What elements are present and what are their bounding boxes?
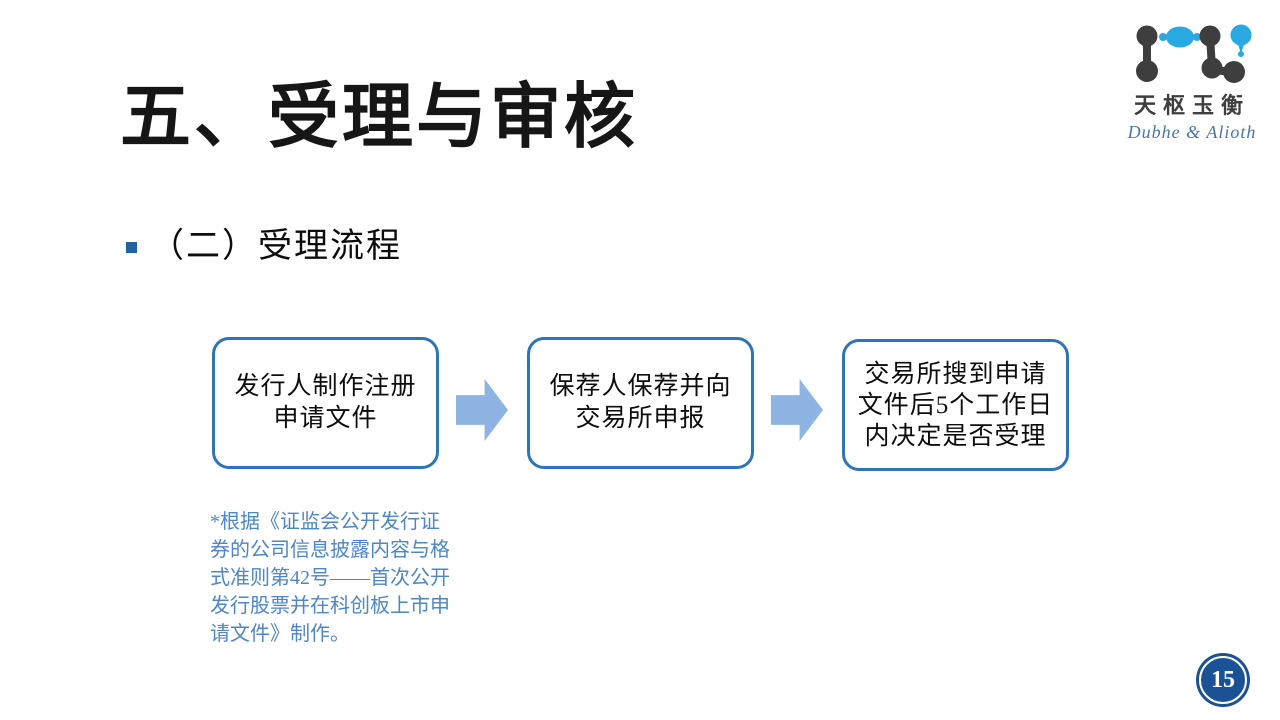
company-logo: 天枢玉衡 Dubhe & Alioth bbox=[1118, 14, 1266, 143]
bullet-square-icon bbox=[126, 242, 137, 253]
page-badge-ring bbox=[1199, 656, 1247, 704]
section-heading-row: （二）受理流程 bbox=[126, 226, 402, 268]
flow-step-3: 交易所搜到申请 文件后5个工作日 内决定是否受理 bbox=[842, 339, 1069, 471]
flow-arrow-icon bbox=[456, 379, 508, 441]
section-heading: （二）受理流程 bbox=[150, 228, 402, 265]
flow-arrow-icon bbox=[771, 379, 823, 441]
flow-step-2: 保荐人保荐并向 交易所申报 bbox=[527, 337, 754, 469]
slide-title: 五、受理与审核 bbox=[120, 79, 639, 157]
logo-name-chinese: 天枢玉衡 bbox=[1133, 93, 1250, 118]
flow-step-1: 发行人制作注册 申请文件 bbox=[212, 337, 439, 469]
page-number: 15 bbox=[1211, 666, 1235, 693]
logo-name-english: Dubhe & Alioth bbox=[1127, 122, 1257, 142]
logo-molecule-icon bbox=[1136, 24, 1252, 83]
page-number-badge: 15 bbox=[1196, 653, 1250, 707]
footnote-text: *根据《证监会公开发行证 券的公司信息披露内容与格 式准则第42号——首次公开 … bbox=[210, 511, 450, 645]
